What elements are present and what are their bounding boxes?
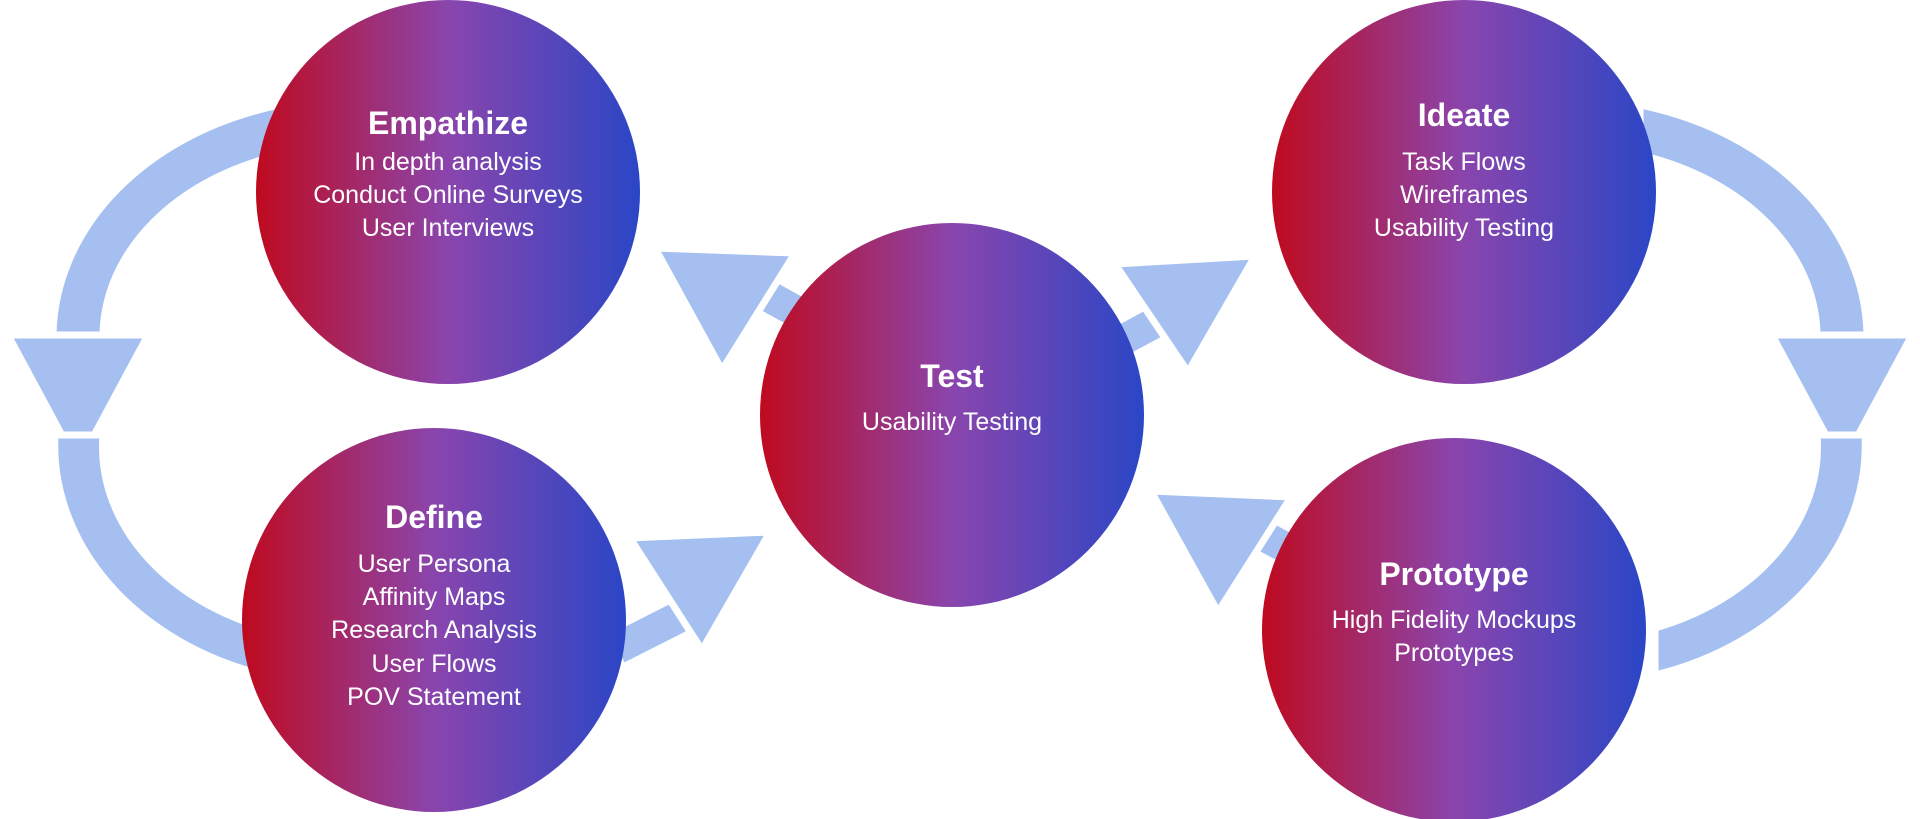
node-define-item: POV Statement [347,683,521,711]
node-define-item: User Persona [358,550,511,578]
node-test-title: Test [920,358,984,394]
node-empathize-item: Conduct Online Surveys [313,181,583,209]
node-define-circle [242,428,626,812]
node-test-circle [760,223,1144,607]
arrow-empathize-to-define [2,100,284,680]
node-prototype-item: Prototypes [1394,639,1514,667]
node-prototype-title: Prototype [1379,556,1528,592]
node-ideate-item: Wireframes [1400,181,1528,209]
node-define: Define User Persona Affinity Maps Resear… [242,428,626,812]
node-empathize-item: User Interviews [362,214,534,242]
node-ideate-item: Task Flows [1402,148,1526,176]
node-test: Test Usability Testing [760,223,1144,607]
node-ideate-title: Ideate [1418,97,1510,133]
node-prototype-item: High Fidelity Mockups [1332,606,1577,634]
node-empathize-item: In depth analysis [354,148,542,176]
node-ideate-circle [1272,0,1656,384]
node-prototype: Prototype High Fidelity Mockups Prototyp… [1262,438,1646,819]
node-ideate: Ideate Task Flows Wireframes Usability T… [1272,0,1656,384]
node-ideate-item: Usability Testing [1374,214,1554,242]
node-define-item: User Flows [371,650,496,678]
arrow-define-to-test [600,528,777,672]
node-empathize-circle [256,0,640,384]
node-empathize: Empathize In depth analysis Conduct Onli… [256,0,640,384]
node-test-item: Usability Testing [862,408,1042,436]
node-define-item: Research Analysis [331,616,537,644]
node-prototype-circle [1262,438,1646,819]
arrow-ideate-to-prototype [1636,100,1918,680]
node-define-item: Affinity Maps [363,583,506,611]
node-empathize-title: Empathize [368,105,528,141]
node-define-title: Define [385,499,483,535]
